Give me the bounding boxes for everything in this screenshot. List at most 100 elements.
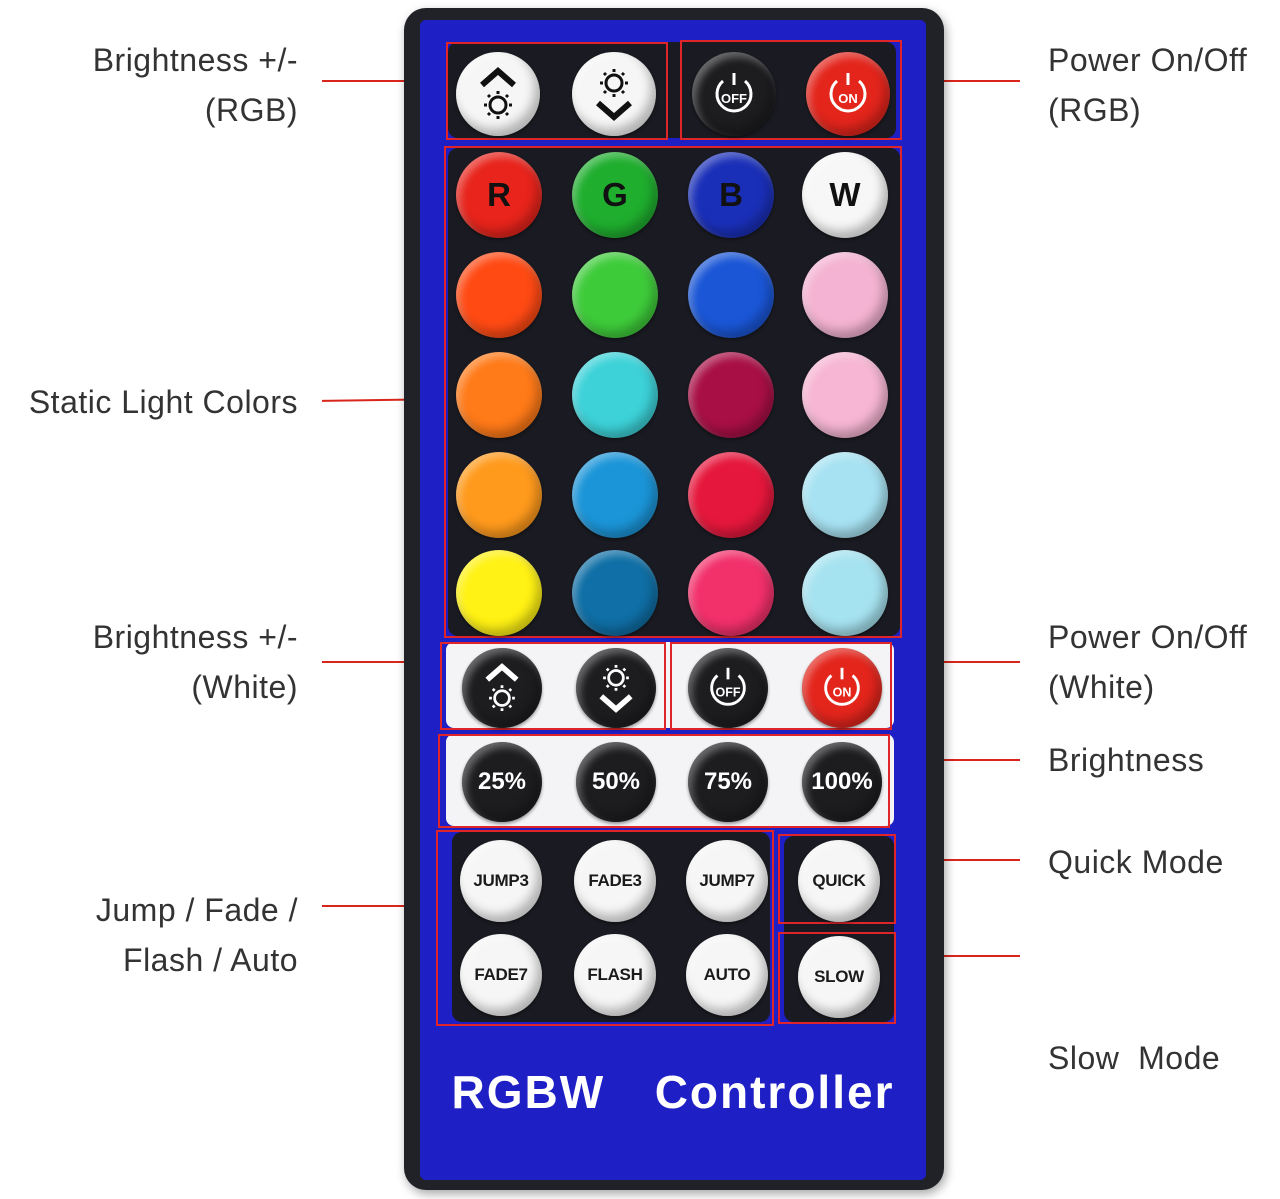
fade3-label: FADE3 [588, 871, 642, 890]
fade7-label: FADE7 [474, 965, 528, 984]
color-button-r4-c3[interactable] [688, 452, 774, 538]
slow-label: SLOW [814, 967, 864, 986]
callout-brightness-white-line2: (White) [191, 669, 298, 705]
brightness-up-white-button[interactable] [462, 648, 542, 728]
frame-slow [778, 932, 896, 1024]
power-on-white-button[interactable]: ON [802, 648, 882, 728]
power-off-white-button[interactable]: OFF [688, 648, 768, 728]
callout-power-white-line2: (White) [1048, 669, 1155, 705]
color-button-r2-c3[interactable] [688, 252, 774, 338]
jump3-label: JUMP3 [473, 871, 529, 890]
brightness-up-icon [480, 67, 516, 119]
frame-power-white [670, 642, 892, 730]
callout-power-rgb-line2: (RGB) [1048, 92, 1142, 128]
callout-power-white: Power On/Off (White) [1048, 612, 1280, 712]
callout-jump-fade-line2: Flash / Auto [123, 942, 298, 978]
callout-power-white-line1: Power On/Off [1048, 619, 1248, 655]
color-button-r4-c2[interactable] [572, 452, 658, 538]
brightness-down-white-button[interactable] [576, 648, 656, 728]
color-button-r2-c1[interactable] [456, 252, 542, 338]
brightness-75-button[interactable]: 75% [688, 742, 768, 822]
quick-button[interactable]: QUICK [798, 840, 880, 922]
color-button-r4-c4[interactable] [802, 452, 888, 538]
jump7-button[interactable]: JUMP7 [686, 840, 768, 922]
color-button-r3-c1[interactable] [456, 352, 542, 438]
color-button-r1-c4[interactable]: W [802, 152, 888, 238]
color-button-r1-c2[interactable]: G [572, 152, 658, 238]
brightness-up-icon [485, 663, 519, 711]
brightness-25-label: 25% [477, 768, 527, 795]
flash-label: FLASH [587, 965, 643, 984]
callout-brightness-rgb-line2: (RGB) [204, 92, 298, 128]
frame-brightness-rgb [446, 42, 668, 140]
leader-line-brightness-rgb [322, 80, 446, 82]
power-off-rgb-label: OFF [721, 91, 747, 106]
callout-brightness: Brightness [1048, 735, 1280, 785]
fade3-button[interactable]: FADE3 [574, 840, 656, 922]
callout-power-rgb-line1: Power On/Off [1048, 42, 1248, 78]
auto-button[interactable]: AUTO [686, 934, 768, 1016]
brightness-down-icon [596, 69, 632, 121]
callout-brightness-rgb-line1: Brightness +/- [92, 42, 298, 78]
flash-button[interactable]: FLASH [574, 934, 656, 1016]
power-on-icon: ON [829, 73, 867, 113]
frame-color-grid [444, 146, 902, 638]
power-on-white-label: ON [833, 686, 852, 700]
frame-modes [436, 830, 774, 1026]
color-button-r1-c3[interactable]: B [688, 152, 774, 238]
brightness-100-label: 100% [811, 768, 873, 795]
callout-jump-fade-line1: Jump / Fade / [95, 892, 298, 928]
color-button-r3-c2[interactable] [572, 352, 658, 438]
leader-line-jump-fade [322, 905, 438, 907]
leader-line-quick-mode [893, 859, 1020, 861]
callout-power-rgb: Power On/Off (RGB) [1048, 35, 1280, 135]
color-button-r3-c4[interactable] [802, 352, 888, 438]
callout-static-colors-line1: Static Light Colors [28, 384, 298, 420]
callout-brightness-line1: Brightness [1048, 742, 1205, 778]
color-button-r3-c3[interactable] [688, 352, 774, 438]
callout-slow-mode: Slow Mode [1048, 933, 1280, 1133]
leader-line-brightness [886, 759, 1020, 761]
quick-label: QUICK [812, 871, 866, 890]
brightness-100-button[interactable]: 100% [802, 742, 882, 822]
color-button-r2-c4[interactable] [802, 252, 888, 338]
color-button-r5-c4[interactable] [802, 550, 888, 636]
frame-quick [778, 834, 896, 924]
power-off-white-label: OFF [716, 686, 741, 700]
frame-brightness-white [440, 642, 666, 730]
color-button-r5-c2[interactable] [572, 550, 658, 636]
callout-static-colors: Static Light Colors [0, 377, 298, 427]
callout-jump-fade: Jump / Fade / Flash / Auto [40, 885, 298, 985]
brightness-down-icon [599, 665, 633, 713]
power-off-icon: OFF [710, 667, 746, 706]
slow-button[interactable]: SLOW [798, 936, 880, 1018]
color-button-r5-c1[interactable] [456, 550, 542, 636]
color-button-r1-c1[interactable]: R [456, 152, 542, 238]
power-on-rgb-button[interactable]: ON [806, 52, 890, 136]
power-off-rgb-button[interactable]: OFF [692, 52, 776, 136]
power-off-icon: OFF [715, 73, 753, 113]
brightness-down-rgb-button[interactable] [572, 52, 656, 136]
auto-label: AUTO [703, 965, 751, 984]
jump7-label: JUMP7 [699, 871, 755, 890]
frame-power-rgb [680, 40, 902, 140]
color-button-label: G [602, 176, 628, 213]
callout-brightness-rgb: Brightness +/- (RGB) [40, 35, 298, 135]
callout-quick-mode: Quick Mode [1048, 837, 1280, 887]
power-on-rgb-label: ON [838, 91, 858, 106]
color-button-r5-c3[interactable] [688, 550, 774, 636]
frame-brightness-levels [438, 734, 890, 828]
brightness-up-rgb-button[interactable] [456, 52, 540, 136]
fade7-button[interactable]: FADE7 [460, 934, 542, 1016]
color-button-r2-c2[interactable] [572, 252, 658, 338]
color-button-r4-c1[interactable] [456, 452, 542, 538]
brightness-75-label: 75% [703, 768, 753, 795]
color-button-label: R [487, 176, 511, 213]
brightness-25-button[interactable]: 25% [462, 742, 542, 822]
color-button-label: W [829, 176, 861, 213]
callout-brightness-white-line1: Brightness +/- [92, 619, 298, 655]
leader-line-power-rgb [900, 80, 1020, 82]
brightness-50-button[interactable]: 50% [576, 742, 656, 822]
power-on-icon: ON [824, 667, 860, 706]
jump3-button[interactable]: JUMP3 [460, 840, 542, 922]
